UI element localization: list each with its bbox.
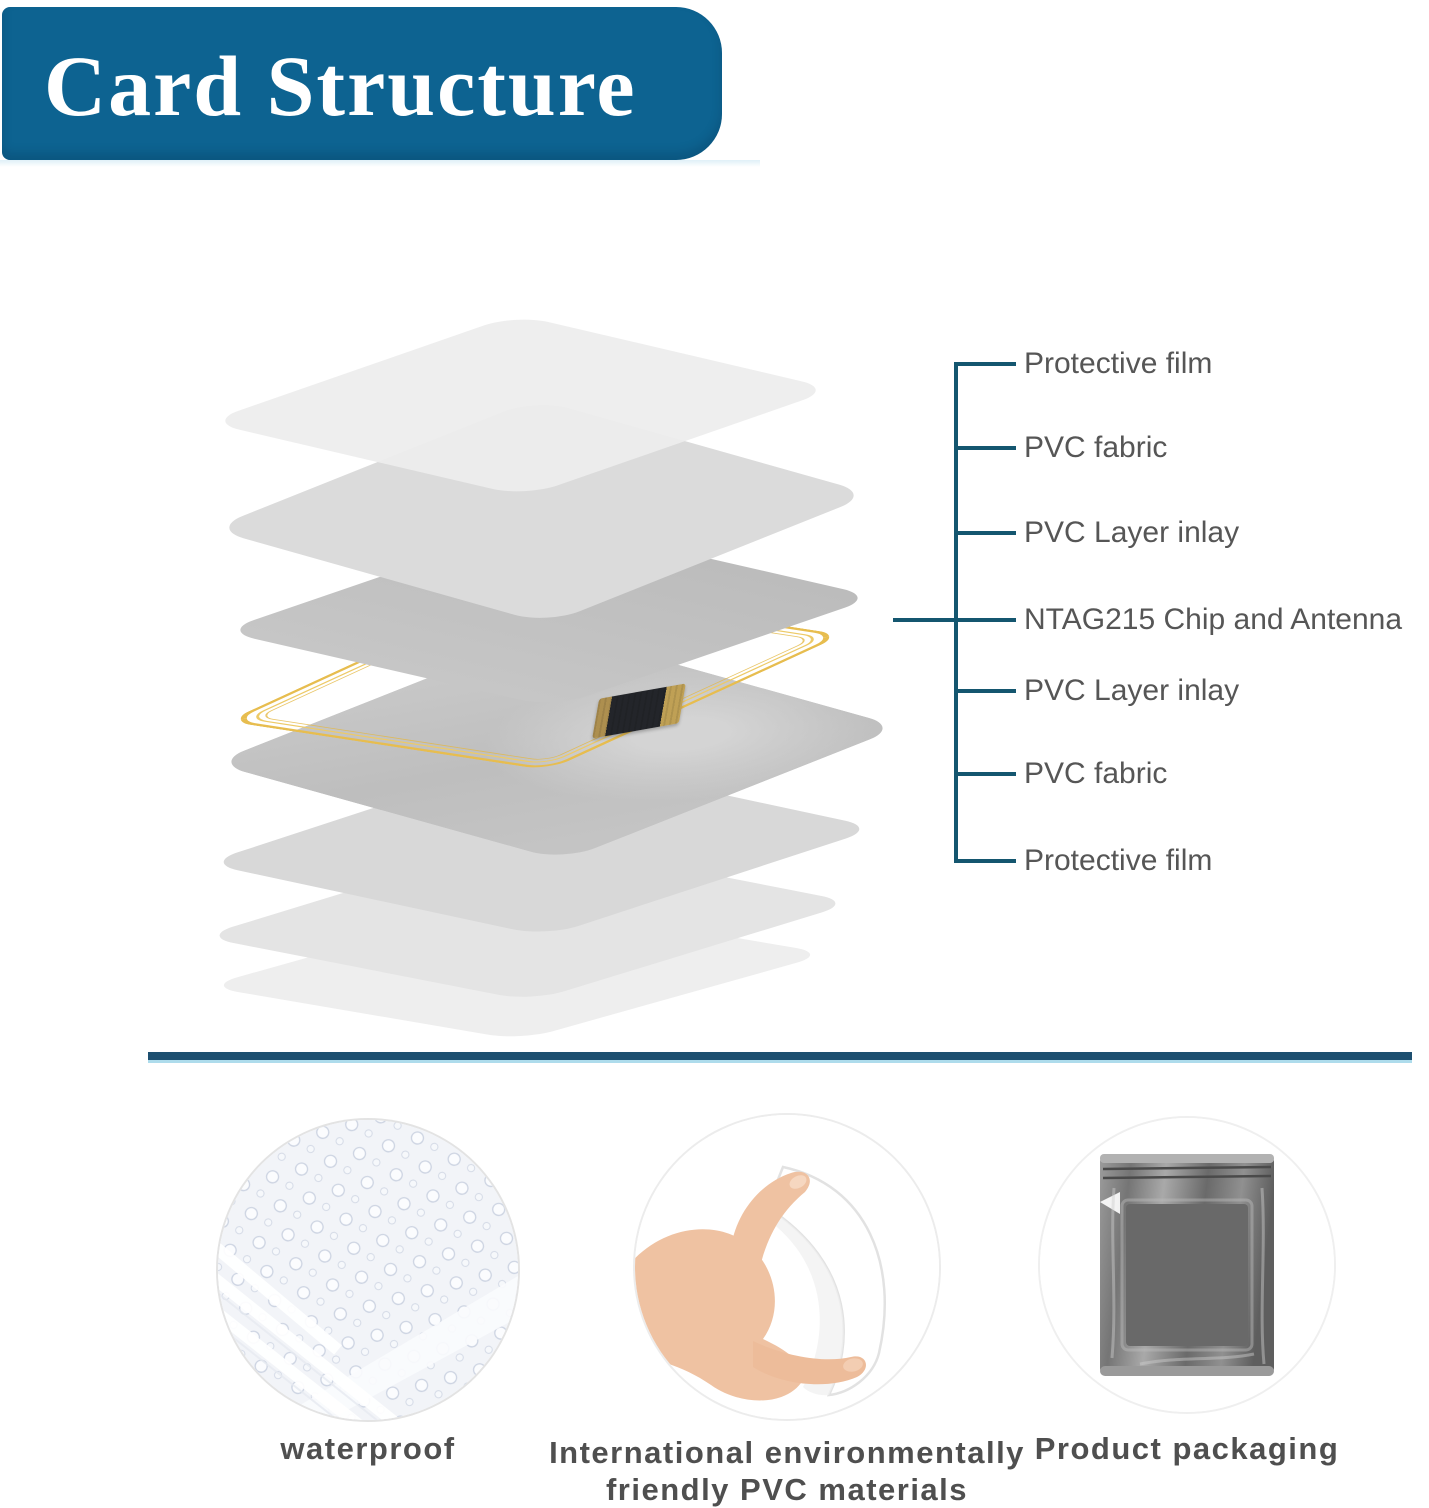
connector-tick-antenna	[893, 618, 1016, 622]
feature-circle-flexible-pvc	[635, 1115, 939, 1419]
layer-label-protective-film-bottom: Protective film	[1024, 844, 1213, 877]
page-title: Card Structure	[44, 38, 637, 134]
connector-tick	[954, 531, 1016, 535]
layer-label-chip-antenna: NTAG215 Chip and Antenna	[1024, 603, 1403, 636]
connector-tick	[954, 362, 1016, 366]
title-banner: Card Structure	[2, 7, 722, 160]
banner-shadow	[0, 160, 760, 167]
feature-circle-waterproof	[218, 1120, 518, 1420]
connector-tick	[954, 772, 1016, 776]
layer-label-pvc-inlay-bottom: PVC Layer inlay	[1024, 674, 1240, 707]
caption-eco-pvc-line1: International environmentally	[549, 1435, 1025, 1470]
foil-zip-bag-photo	[1040, 1118, 1334, 1412]
layer-label-protective-film-top: Protective film	[1024, 347, 1213, 380]
water-droplets-photo	[218, 1120, 518, 1420]
caption-eco-pvc: International environmentally friendly P…	[527, 1434, 1047, 1508]
caption-eco-pvc-line2: friendly PVC materials	[605, 1472, 969, 1507]
layer-label-pvc-inlay-top: PVC Layer inlay	[1024, 516, 1240, 549]
caption-product-packaging: Product packaging	[1034, 1431, 1340, 1466]
hand-bending-card-photo	[635, 1115, 939, 1419]
connector-tick	[954, 859, 1016, 863]
feature-circle-packaging	[1040, 1118, 1334, 1412]
layer-label-pvc-fabric-top: PVC fabric	[1024, 431, 1168, 464]
connector-tick	[954, 689, 1016, 693]
section-divider	[148, 1052, 1412, 1063]
connector-tick	[954, 446, 1016, 450]
layer-label-pvc-fabric-bottom: PVC fabric	[1024, 757, 1168, 790]
caption-waterproof: waterproof	[280, 1431, 456, 1466]
legend-trunk-line	[954, 362, 958, 863]
